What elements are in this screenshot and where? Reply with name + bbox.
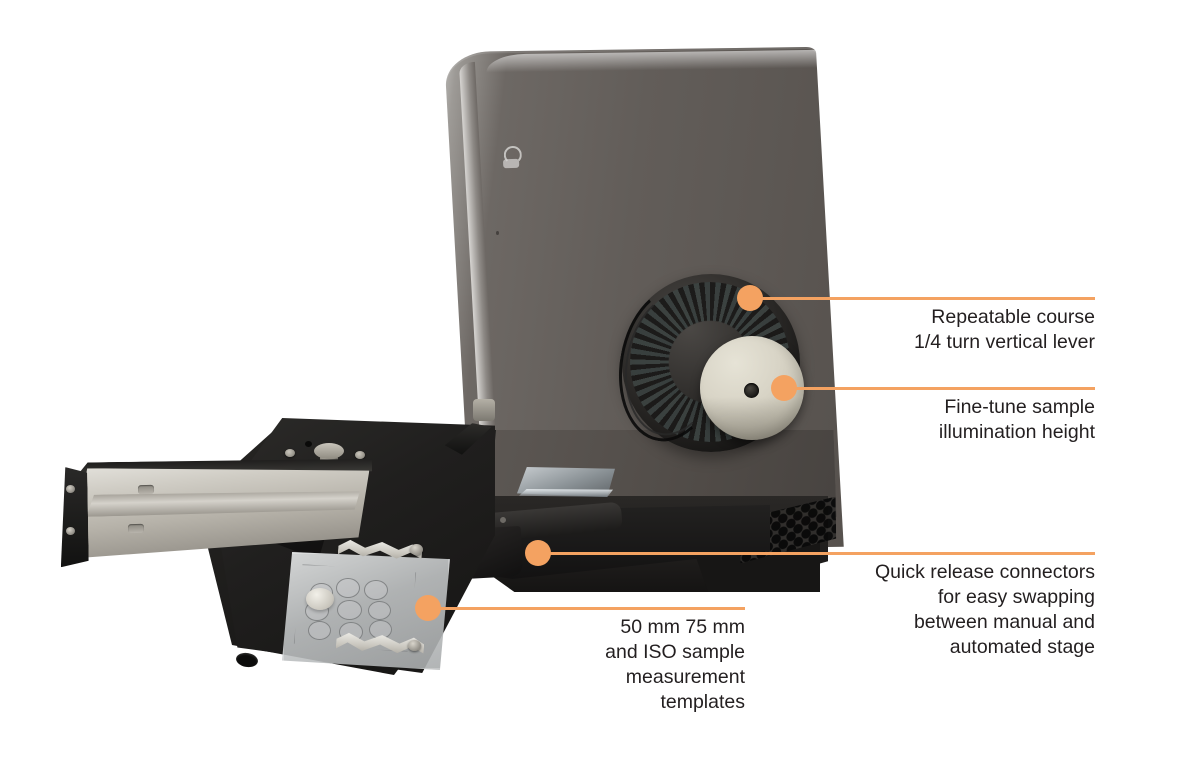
- callout-leader-line-repeatable-course: [750, 297, 1095, 300]
- callout-leader-line-fine-tune-height: [784, 387, 1095, 390]
- callout-leader-line-sample-templates: [428, 607, 745, 610]
- callout-marker-dot-repeatable-course[interactable]: [737, 285, 763, 311]
- callout-quick-release-connectors: Quick release connectors for easy swappin…: [830, 560, 1095, 660]
- fine-adjust-knob-hole: [744, 383, 759, 398]
- callout-text-line: 50 mm 75 mm: [620, 616, 745, 638]
- glass-slide-edge: [519, 489, 613, 497]
- rail-end-cap: [59, 467, 89, 567]
- callout-fine-tune-height: Fine-tune sample illumination height: [866, 395, 1095, 445]
- callout-repeatable-course: Repeatable course 1/4 turn vertical lever: [866, 305, 1095, 355]
- callout-marker-dot-quick-release-connectors[interactable]: [525, 540, 551, 566]
- callout-text-line: measurement: [625, 666, 745, 688]
- callout-sample-templates: 50 mm 75 mm and ISO sample measurement temp…: [575, 615, 745, 715]
- callout-text-line: Repeatable course: [931, 306, 1095, 328]
- callout-text-line: Fine-tune sample: [944, 396, 1095, 418]
- rail-slot: [137, 484, 155, 495]
- rail-slot: [127, 523, 145, 534]
- rail-screw: [66, 485, 75, 493]
- stage-screw: [285, 449, 295, 457]
- stage-screw: [355, 451, 365, 459]
- template-aperture-plug: [306, 588, 334, 610]
- stage-lock-knob: [473, 399, 495, 421]
- template-aperture: [308, 621, 331, 640]
- callout-text-line: 1/4 turn vertical lever: [914, 331, 1095, 353]
- callout-text-line: and ISO sample: [605, 641, 745, 663]
- clip-screw: [408, 640, 421, 651]
- template-aperture: [336, 578, 360, 598]
- callout-marker-dot-sample-templates[interactable]: [415, 595, 441, 621]
- template-aperture: [337, 600, 362, 620]
- template-aperture: [368, 601, 391, 620]
- housing-pin-hole: [496, 231, 499, 235]
- callout-text-line: for easy swapping: [937, 586, 1095, 608]
- callout-text-line: Quick release connectors: [874, 561, 1095, 583]
- stage-mounting-hole: [235, 651, 259, 669]
- callout-text-line: between manual and: [913, 611, 1095, 633]
- brand-logo-icon: [502, 145, 523, 175]
- rail-screw: [66, 527, 75, 535]
- template-aperture: [364, 580, 388, 600]
- clip-screw: [410, 544, 423, 555]
- callout-marker-dot-fine-tune-height[interactable]: [771, 375, 797, 401]
- callout-leader-line-quick-release-connectors: [538, 552, 1095, 555]
- callout-text-line: templates: [660, 691, 745, 713]
- callout-text-line: automated stage: [949, 636, 1095, 658]
- callout-text-line: illumination height: [938, 421, 1095, 443]
- stage-hole: [305, 441, 312, 447]
